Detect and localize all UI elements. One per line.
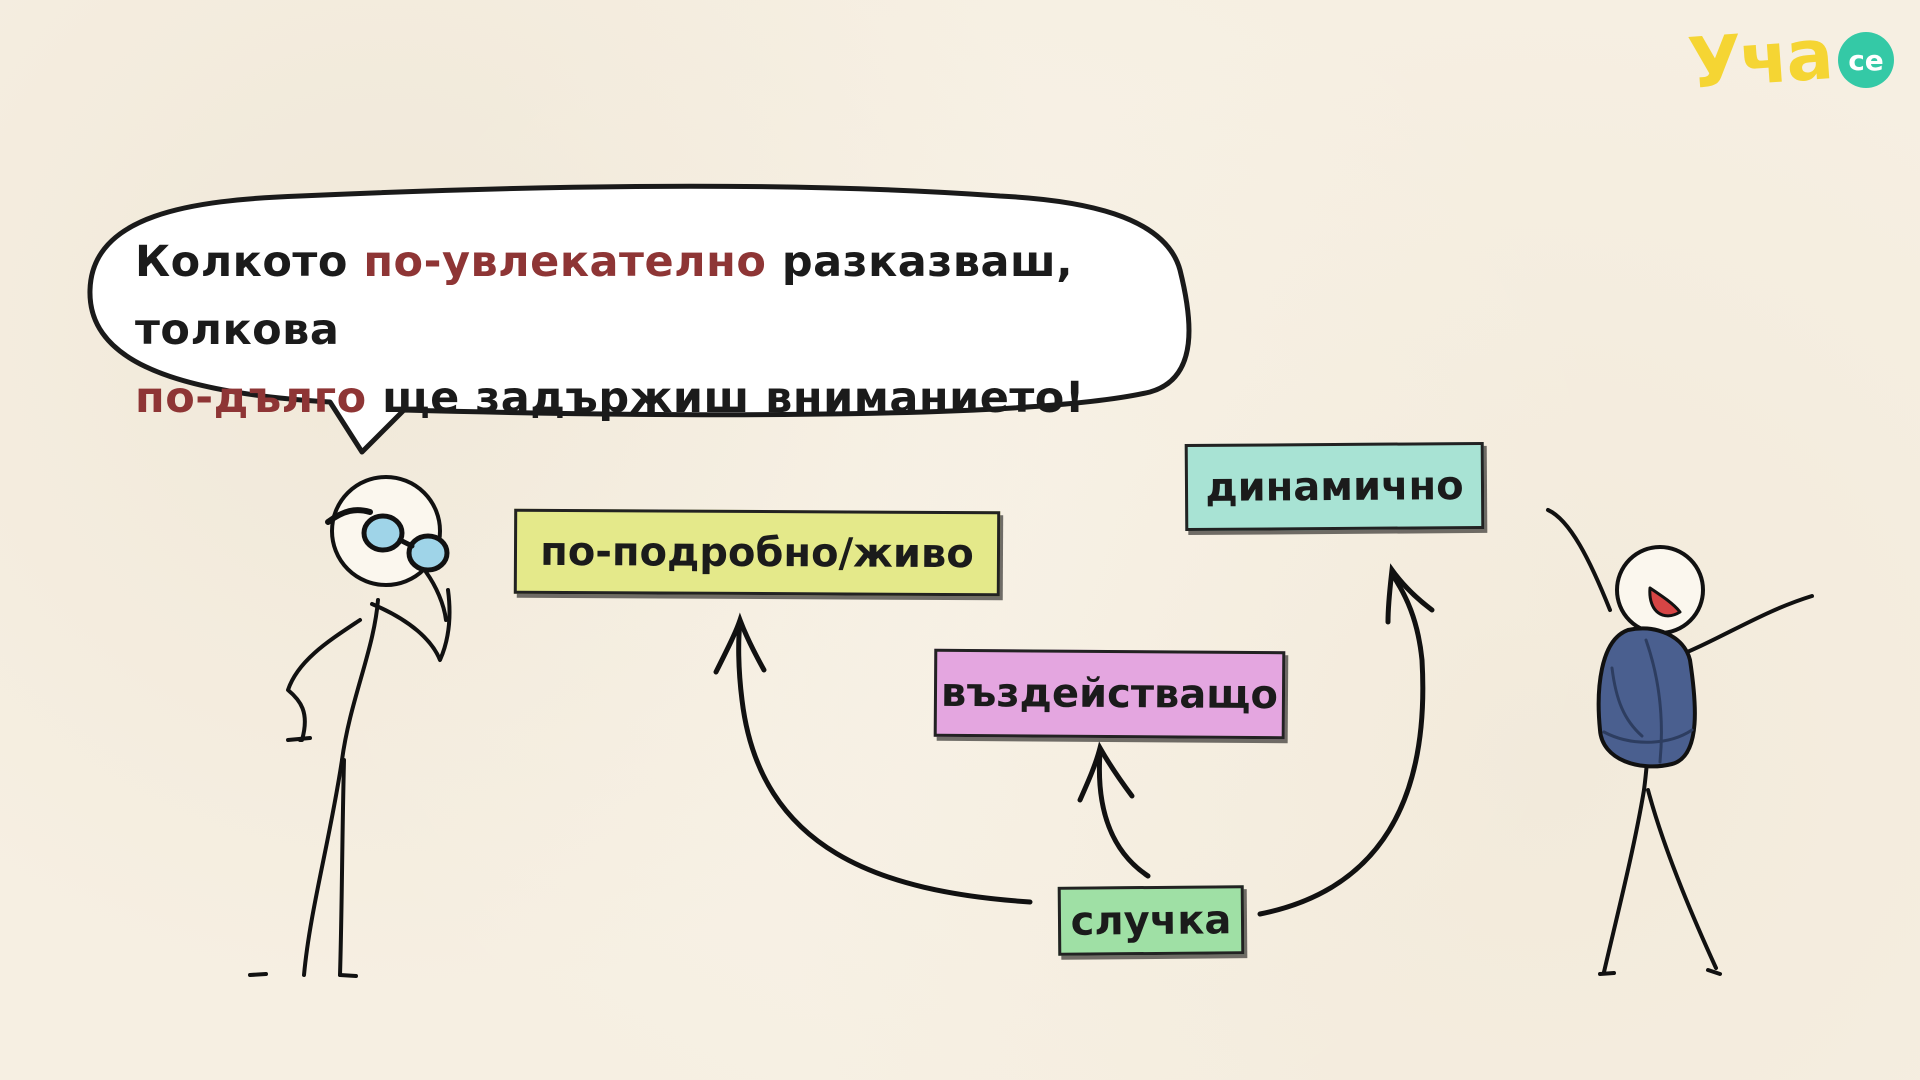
label-dinamichno-text: динамично xyxy=(1205,462,1464,511)
label-vazdeistvashto-text: въздействащо xyxy=(940,669,1279,719)
logo-text: Уча xyxy=(1685,13,1834,105)
bubble-plain-text: ще задържиш вниманието! xyxy=(366,373,1085,423)
arrow-to-vazdeistvashto xyxy=(1077,741,1151,879)
open-mouth-icon xyxy=(1648,586,1682,618)
arrow-to-dinamichno xyxy=(1257,563,1435,917)
label-sluchka-text: случка xyxy=(1070,896,1232,945)
brand-logo: Уча се xyxy=(1685,13,1898,108)
logo-badge: се xyxy=(1838,32,1894,88)
label-podrobno-text: по-подробно/живо xyxy=(540,528,974,577)
label-sluchka: случка xyxy=(1057,885,1245,956)
backpack-icon xyxy=(1596,626,1697,769)
bubble-highlight-text: по-увлекателно xyxy=(363,237,767,287)
stick-figure-student xyxy=(1546,508,1814,976)
label-dinamichno: динамично xyxy=(1184,441,1485,532)
stick-figure-teacher xyxy=(248,475,452,978)
bubble-highlight-text: по-дълго xyxy=(135,373,367,423)
bubble-text: Колкото по-увлекателно разказваш, толков… xyxy=(135,228,1165,432)
arrow-to-podrobno xyxy=(713,612,1033,905)
bubble-plain-text: Колкото xyxy=(135,237,364,287)
speech-bubble xyxy=(87,183,1192,455)
glasses-icon xyxy=(325,507,450,573)
bubble-plain-text: разказваш, толкова xyxy=(135,237,1074,355)
label-vazdeistvashto: въздействащо xyxy=(933,648,1286,740)
label-podrobno: по-подробно/живо xyxy=(513,508,1001,597)
